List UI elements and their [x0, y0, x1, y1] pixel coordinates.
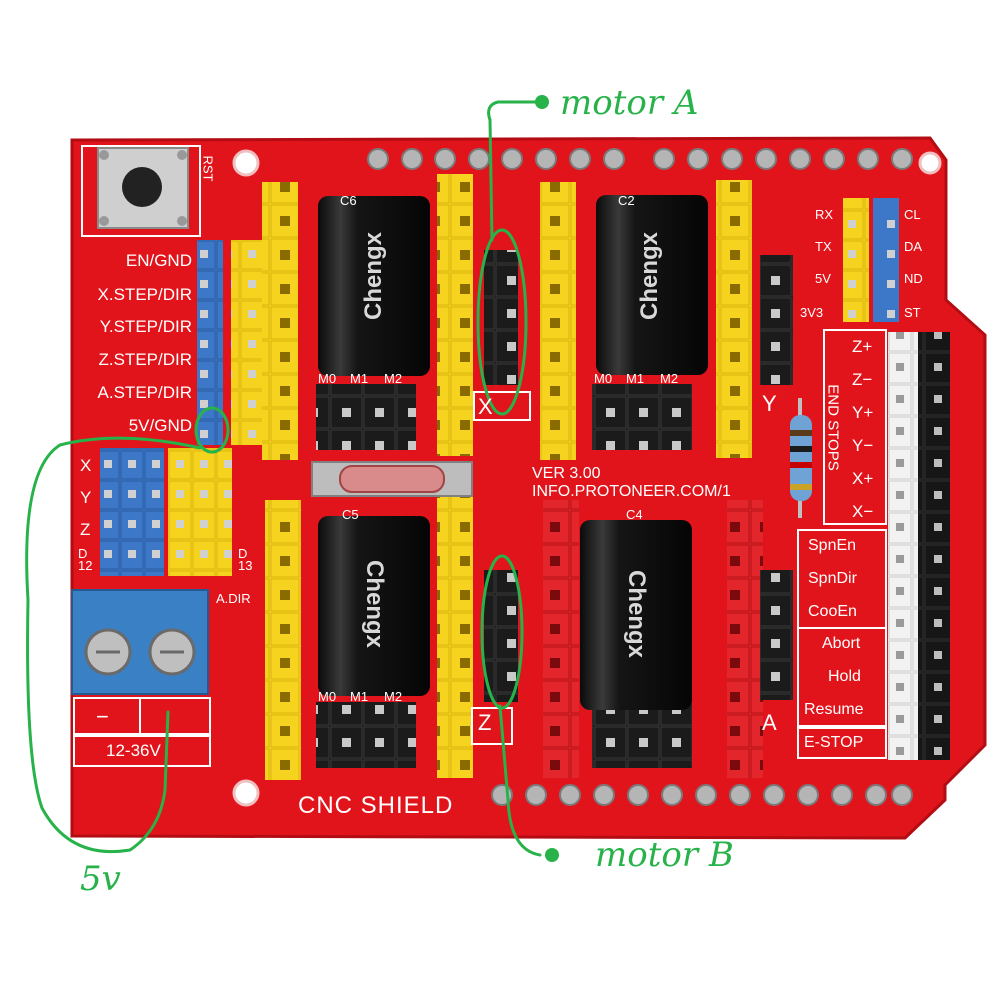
mount-hole	[918, 151, 942, 175]
serial-label-3v3: 3V3	[800, 305, 824, 320]
driver-socket-z-right	[437, 496, 473, 778]
cap-brand-2: Chengx	[636, 231, 664, 321]
power-minus-label: −	[96, 704, 109, 729]
label-a-dir: A.DIR	[216, 591, 251, 606]
driver-socket-a-right	[727, 500, 763, 778]
axis-label-y: Y	[762, 391, 778, 416]
endstop-white-header	[888, 332, 918, 760]
reset-label: RST	[200, 155, 216, 182]
axis-label-a: A	[762, 710, 778, 735]
control-resume: Resume	[804, 701, 864, 718]
annotation-lines	[25, 100, 542, 857]
i2c-label-cl: CL	[904, 207, 921, 222]
annotation-5v: 5v	[80, 859, 121, 899]
fuse	[311, 461, 473, 497]
driver-socket-y-left	[540, 182, 576, 460]
power-terminal	[71, 589, 209, 695]
ms-label-m0-y: M0	[594, 371, 613, 386]
ms-label-m1-y: M1	[626, 371, 645, 386]
driver-socket-x-right	[437, 174, 473, 456]
serial-yellow-header	[843, 198, 869, 322]
serial-label-5v: 5V	[815, 271, 831, 286]
control-spnen: SpnEn	[808, 537, 857, 554]
motor-x-header	[484, 250, 518, 385]
capacitors	[318, 195, 708, 710]
annotation-motor-b: motor B	[595, 835, 734, 875]
ms-label-m1-z: M1	[350, 689, 369, 704]
endstop-z-minus: Z−	[852, 370, 873, 389]
mount-hole	[232, 149, 260, 177]
annotation-motor-a: motor A	[560, 83, 699, 123]
cap-label-c4: C4	[626, 507, 643, 522]
label-a-step: A.STEP/DIR	[97, 383, 192, 402]
control-hold: Hold	[828, 668, 861, 685]
driver-socket-x-left	[262, 182, 298, 460]
label-z-step: Z.STEP/DIR	[98, 350, 192, 369]
control-cooen: CooEn	[808, 603, 857, 620]
motor-y-header	[760, 255, 793, 385]
clone-row-z: Z	[80, 520, 91, 539]
label-x-step: X.STEP/DIR	[97, 285, 192, 304]
annotation-arrows	[535, 95, 559, 862]
endstop-z-plus: Z+	[852, 337, 873, 356]
left-yellow-header	[231, 240, 265, 445]
top-header-holes	[367, 148, 913, 170]
power-voltage-label: 12-36V	[106, 741, 161, 760]
control-abort: Abort	[822, 635, 861, 652]
ms-label-m2-y: M2	[660, 371, 679, 386]
ms-label-m0: M0	[318, 371, 337, 386]
clone-row-y: Y	[80, 488, 92, 507]
serial-label-tx: TX	[815, 239, 832, 254]
control-spndir: SpnDir	[808, 570, 857, 587]
cap-label-c5: C5	[342, 507, 359, 522]
board-version: VER 3.00	[532, 465, 601, 482]
label-y-step: Y.STEP/DIR	[99, 317, 192, 336]
cap-label-c6: C6	[340, 193, 357, 208]
endstop-y-plus: Y+	[852, 403, 874, 422]
endstop-x-plus: X+	[852, 469, 874, 488]
clone-row-x: X	[80, 456, 92, 475]
label-5v-gnd: 5V/GND	[128, 416, 192, 435]
clone-yellow-header	[168, 448, 232, 576]
control-estop: E-STOP	[804, 734, 864, 751]
endstop-y-minus: Y−	[852, 436, 874, 455]
ms-label-m2: M2	[384, 371, 403, 386]
motor-a-header	[760, 570, 793, 700]
cap-brand-4: Chengx	[623, 569, 651, 659]
cap-brand-3: Chengx	[361, 559, 389, 649]
driver-socket-y-right	[716, 180, 752, 458]
microstep-jumpers	[316, 384, 692, 768]
ms-label-m1: M1	[350, 371, 369, 386]
label-d13: D 13	[238, 546, 253, 573]
board-title: CNC SHIELD	[298, 792, 454, 819]
serial-label-rx: RX	[815, 207, 834, 222]
cap-brand-1: Chengx	[360, 231, 388, 321]
clone-blue-header	[100, 448, 164, 576]
ms-label-m2-z: M2	[384, 689, 403, 704]
motor-z-header	[484, 570, 518, 702]
end-stops-title: END STOPS	[824, 384, 842, 471]
axis-label-x: X	[478, 394, 494, 419]
endstop-black-header	[918, 332, 950, 760]
endstop-x-minus: X−	[852, 502, 874, 521]
i2c-label-nd: ND	[904, 271, 923, 286]
driver-socket-z-left	[265, 500, 301, 780]
ms-label-m0-z: M0	[318, 689, 337, 704]
cap-label-c2: C2	[618, 193, 635, 208]
i2c-blue-header	[873, 198, 899, 322]
board-url: INFO.PROTONEER.COM/1	[532, 483, 731, 500]
resistor	[790, 398, 812, 518]
mount-hole	[232, 779, 260, 807]
i2c-label-da: DA	[904, 239, 923, 254]
axis-label-z: Z	[478, 710, 493, 735]
label-en-gnd: EN/GND	[125, 251, 192, 270]
reset-button-body	[81, 145, 201, 237]
label-d12: D 12	[78, 546, 93, 573]
i2c-label-st: ST	[904, 305, 921, 320]
driver-socket-a-left	[543, 500, 579, 778]
